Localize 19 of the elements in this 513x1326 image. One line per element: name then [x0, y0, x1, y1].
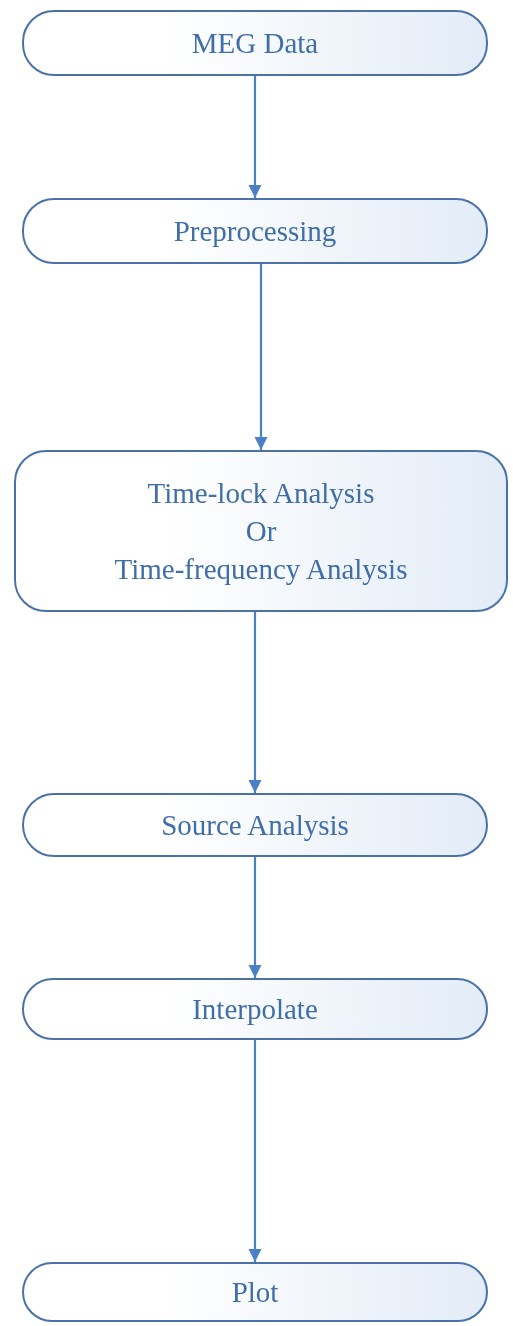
box-label: Preprocessing — [173, 214, 337, 249]
arrow — [248, 612, 262, 793]
box-label: Or — [245, 514, 277, 549]
arrow — [248, 857, 262, 978]
process-box — [22, 1262, 488, 1322]
arrow — [248, 1040, 262, 1262]
box-label: Time-lock Analysis — [147, 476, 375, 511]
arrow — [254, 264, 268, 450]
process-box — [22, 10, 488, 76]
process-box — [22, 198, 488, 264]
box-label: Interpolate — [192, 992, 318, 1027]
box-label: Source Analysis — [161, 808, 349, 843]
box-label: Plot — [231, 1275, 279, 1310]
box-label: Time-frequency Analysis — [114, 552, 408, 587]
arrow — [248, 76, 262, 198]
process-box — [22, 978, 488, 1040]
process-box — [22, 793, 488, 857]
box-label: MEG Data — [191, 26, 319, 61]
process-box — [14, 450, 508, 612]
